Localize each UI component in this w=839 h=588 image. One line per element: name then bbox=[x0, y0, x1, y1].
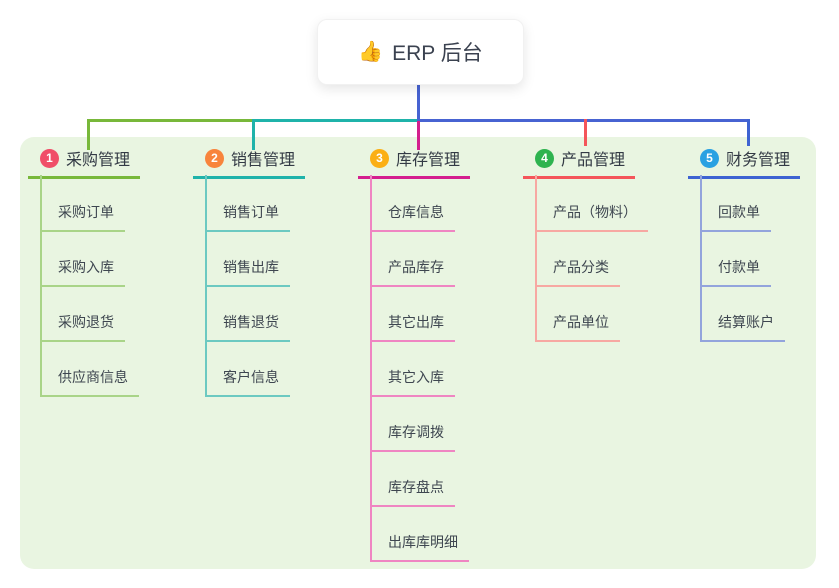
drop-line-sales bbox=[252, 119, 255, 150]
branch-product: 4 产品管理 产品（物料） 产品分类 产品单位 bbox=[523, 146, 683, 342]
node-warehouse-info[interactable]: 仓库信息 bbox=[370, 202, 455, 232]
thumbs-up-icon: 👍 bbox=[358, 41, 384, 63]
branch-purchase-header[interactable]: 1 采购管理 bbox=[28, 146, 140, 179]
branch-title: 财务管理 bbox=[726, 152, 791, 169]
branch-title: 销售管理 bbox=[231, 152, 296, 169]
root-stem-line bbox=[417, 83, 420, 120]
node-stock-transfer[interactable]: 库存调拨 bbox=[370, 422, 455, 452]
node-sales-outbound[interactable]: 销售出库 bbox=[205, 257, 290, 287]
node-other-outbound[interactable]: 其它出库 bbox=[370, 312, 455, 342]
branch-number-badge: 5 bbox=[700, 148, 719, 168]
branch-inventory-header[interactable]: 3 库存管理 bbox=[358, 146, 470, 179]
branch-title: 库存管理 bbox=[396, 152, 461, 169]
branch-sales: 2 销售管理 销售订单 销售出库 销售退货 客户信息 bbox=[193, 146, 353, 397]
node-settlement-account[interactable]: 结算账户 bbox=[700, 312, 785, 342]
node-purchase-order[interactable]: 采购订单 bbox=[40, 202, 125, 232]
branch-number-badge: 3 bbox=[370, 148, 389, 168]
node-product-category[interactable]: 产品分类 bbox=[535, 257, 620, 287]
branch-finance: 5 财务管理 回款单 付款单 结算账户 bbox=[688, 146, 839, 342]
node-outbound-detail[interactable]: 出库库明细 bbox=[370, 532, 469, 562]
node-receipt-bill[interactable]: 回款单 bbox=[700, 202, 771, 232]
branch-number-badge: 2 bbox=[205, 148, 224, 168]
branch-purchase: 1 采购管理 采购订单 采购入库 采购退货 供应商信息 bbox=[28, 146, 188, 397]
branch-number-badge: 1 bbox=[40, 148, 59, 168]
branch-inventory: 3 库存管理 仓库信息 产品库存 其它出库 其它入库 库存调拨 库存盘点 出库库… bbox=[358, 146, 518, 562]
branch-number-badge: 4 bbox=[535, 148, 554, 168]
branch-sales-header[interactable]: 2 销售管理 bbox=[193, 146, 305, 179]
branch-spine-line bbox=[535, 175, 537, 342]
drop-line-finance bbox=[747, 119, 750, 146]
node-product-stock[interactable]: 产品库存 bbox=[370, 257, 455, 287]
drop-line-product bbox=[584, 119, 587, 146]
drop-line-purchase bbox=[87, 119, 90, 150]
branch-finance-header[interactable]: 5 财务管理 bbox=[688, 146, 800, 179]
node-customer-info[interactable]: 客户信息 bbox=[205, 367, 290, 397]
trunk-line-purchase bbox=[87, 119, 255, 122]
branch-title: 采购管理 bbox=[66, 152, 131, 169]
node-other-inbound[interactable]: 其它入库 bbox=[370, 367, 455, 397]
branches-panel bbox=[20, 137, 816, 569]
trunk-line-sales bbox=[252, 119, 420, 122]
node-payment-bill[interactable]: 付款单 bbox=[700, 257, 771, 287]
node-sales-order[interactable]: 销售订单 bbox=[205, 202, 290, 232]
node-purchase-return[interactable]: 采购退货 bbox=[40, 312, 125, 342]
node-supplier-info[interactable]: 供应商信息 bbox=[40, 367, 139, 397]
node-sales-return[interactable]: 销售退货 bbox=[205, 312, 290, 342]
node-stock-taking[interactable]: 库存盘点 bbox=[370, 477, 455, 507]
root-title: ERP 后台 bbox=[392, 42, 483, 65]
branch-spine-line bbox=[370, 175, 372, 561]
drop-line-inventory bbox=[417, 121, 420, 150]
node-purchase-inbound[interactable]: 采购入库 bbox=[40, 257, 125, 287]
branch-product-header[interactable]: 4 产品管理 bbox=[523, 146, 635, 179]
branch-title: 产品管理 bbox=[561, 152, 626, 169]
node-product-unit[interactable]: 产品单位 bbox=[535, 312, 620, 342]
root-node-erp[interactable]: 👍 ERP 后台 bbox=[317, 19, 524, 85]
branch-spine-line bbox=[700, 175, 702, 342]
trunk-line-finance bbox=[417, 119, 750, 122]
node-product-material[interactable]: 产品（物料） bbox=[535, 202, 648, 232]
